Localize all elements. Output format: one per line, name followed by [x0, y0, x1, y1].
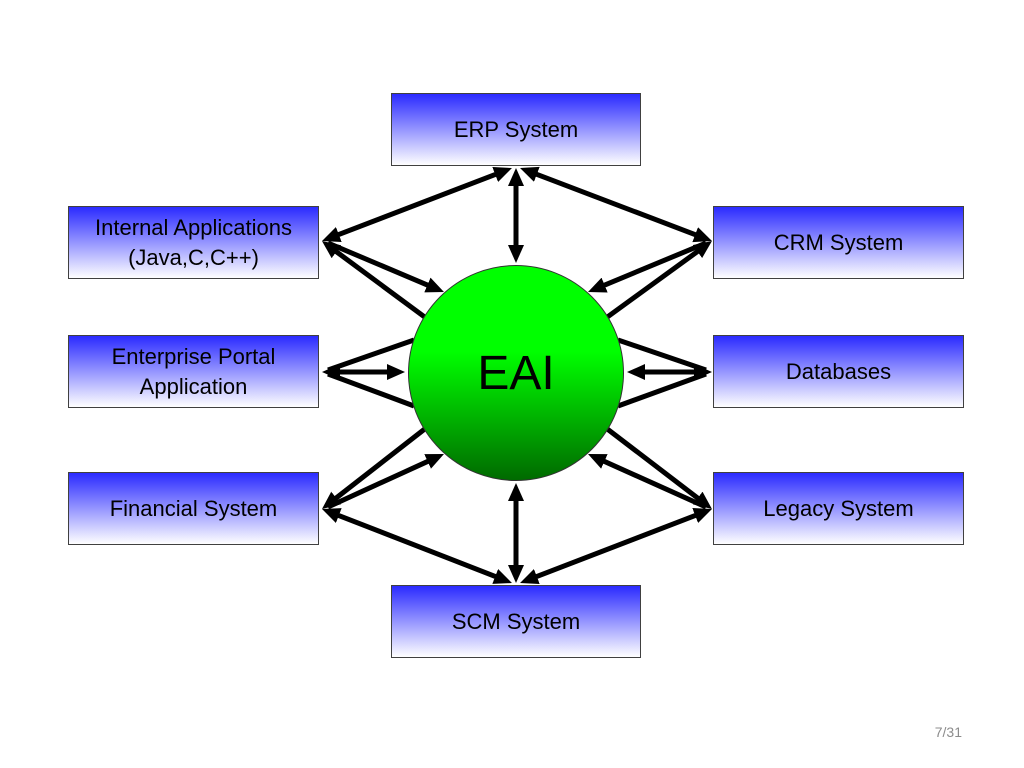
line-enterprise-portal-eai-lower — [327, 371, 415, 409]
system-label-line: Databases — [785, 358, 892, 384]
arrow-eai-to-internal-applications — [321, 241, 428, 321]
system-label-line: Legacy System — [763, 495, 914, 521]
arrow-scm-financial — [322, 508, 512, 584]
system-label-line: Financial System — [109, 495, 278, 521]
hub-label: EAI — [477, 346, 555, 400]
arrow-group — [321, 166, 712, 584]
system-box-erp: ERP System — [391, 93, 641, 166]
system-label-line: Internal Applications — [95, 214, 292, 240]
eai-hub-circle: EAI — [408, 265, 624, 481]
system-box-internal-applications: Internal Applications (Java,C,C++) — [68, 206, 319, 279]
system-label-line: SCM System — [451, 608, 581, 634]
arrow-scm-legacy — [520, 508, 712, 584]
system-label-line: (Java,C,C++) — [128, 244, 259, 270]
arrow-eai-to-crm — [604, 240, 712, 321]
system-label-line: CRM System — [773, 229, 904, 255]
line-databases-eai-lower — [617, 371, 707, 409]
system-label-line: ERP System — [453, 116, 579, 142]
arrow-internal-applications-to-eai — [327, 240, 444, 293]
arrow-eai-to-financial — [321, 426, 428, 510]
page-number: 7/31 — [934, 724, 962, 740]
arrow-legacy-to-eai — [588, 454, 708, 510]
system-box-legacy: Legacy System — [713, 472, 964, 545]
arrow-crm-to-eai — [588, 240, 707, 293]
arrow-erp-crm — [520, 166, 712, 243]
system-label-line: Enterprise Portal — [111, 343, 276, 369]
line-enterprise-portal-eai-upper — [327, 337, 415, 373]
system-box-financial: Financial System — [68, 472, 319, 545]
system-box-crm: CRM System — [713, 206, 964, 279]
arrow-eai-to-legacy — [604, 426, 712, 509]
line-databases-eai-upper — [617, 337, 707, 373]
system-box-databases: Databases — [713, 335, 964, 408]
arrow-erp-internal-applications — [322, 167, 512, 242]
system-box-enterprise-portal: Enterprise Portal Application — [68, 335, 319, 408]
arrow-financial-to-eai — [326, 453, 444, 510]
system-label-line: Application — [139, 373, 248, 399]
system-box-scm: SCM System — [391, 585, 641, 658]
